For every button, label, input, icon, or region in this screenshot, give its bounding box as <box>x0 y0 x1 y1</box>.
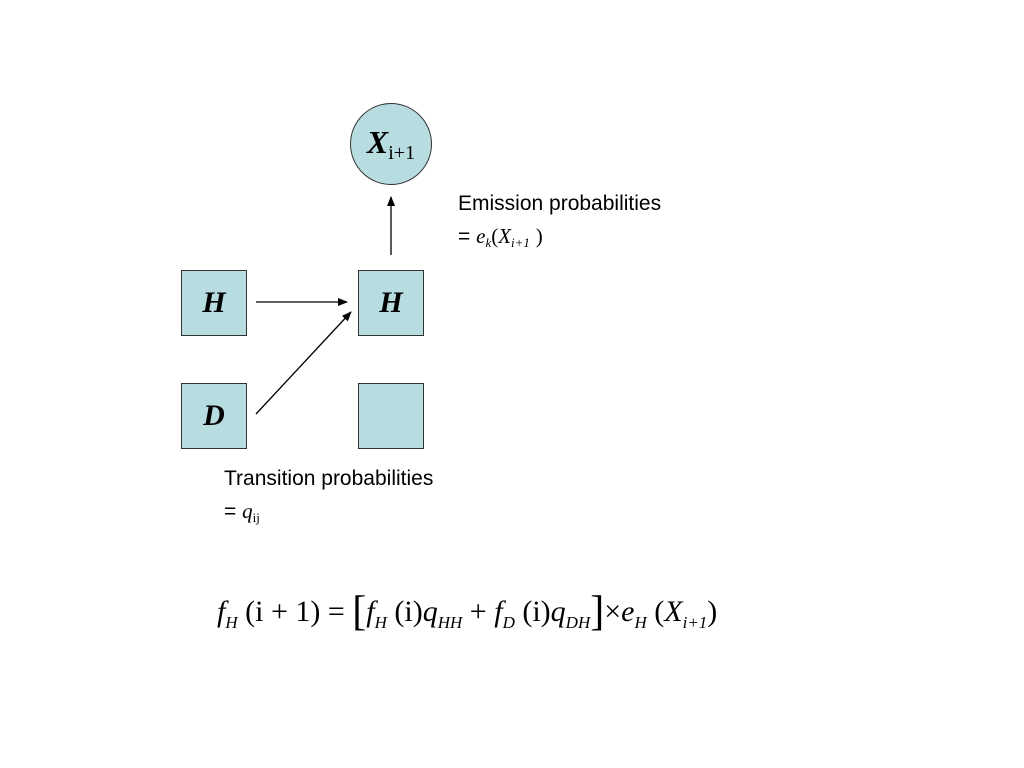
emission-x-symbol: X <box>498 224 512 248</box>
formula-times: × <box>604 595 622 628</box>
formula-q1: q <box>422 595 438 628</box>
formula-lbracket: [ <box>352 589 367 635</box>
transition-caption: Transition probabilities = qij <box>224 463 433 534</box>
observation-symbol: X <box>366 123 389 160</box>
hidden-state-h-left: H <box>181 270 247 336</box>
emission-close-paren: ) <box>535 224 543 248</box>
formula-x: X <box>664 595 683 628</box>
formula-paren-close: ) <box>707 595 718 628</box>
emission-open-paren: ( <box>491 224 499 248</box>
emission-e-symbol: e <box>476 224 486 248</box>
transition-equals: = <box>224 500 237 523</box>
formula-e: e <box>621 595 635 628</box>
emission-expression: = ek(Xi+1 ) <box>458 220 661 259</box>
edge-d-to-h <box>255 311 352 415</box>
formula-f3: f <box>494 595 503 628</box>
emission-equals: = <box>458 225 471 248</box>
formula-rbracket: ] <box>590 589 605 635</box>
formula-arg-next: (i + 1) <box>245 595 321 628</box>
hidden-state-h-right: H <box>358 270 424 336</box>
formula-f2-sub: H <box>374 613 387 632</box>
formula-plus: + <box>469 595 487 628</box>
emission-x: Xi+1 <box>498 224 530 250</box>
forward-formula: fH (i + 1) = [fH (i)qHH + fD (i)qDH]×eH … <box>217 588 717 636</box>
formula-f3-sub: D <box>502 613 515 632</box>
observation-node-label: Xi+1 <box>367 124 415 165</box>
hidden-state-empty-right <box>358 383 424 449</box>
formula-f1: f <box>217 595 226 628</box>
transition-q-subscript: ij <box>252 510 260 525</box>
emission-title: Emission probabilities <box>458 192 662 215</box>
formula-f2: f <box>366 595 375 628</box>
emission-x-subscript: i+1 <box>511 235 530 250</box>
formula-q1-sub: HH <box>437 613 463 632</box>
formula-arg-i-2: (i) <box>522 595 551 628</box>
formula-arg-i-1: (i) <box>394 595 423 628</box>
hidden-state-d-left: D <box>181 383 247 449</box>
hidden-state-h-left-label: H <box>202 286 226 319</box>
observation-subscript: i+1 <box>388 141 416 164</box>
transition-expression: = qij <box>224 495 433 534</box>
transition-title: Transition probabilities <box>224 467 434 490</box>
emission-e-subscript: k <box>485 235 492 250</box>
hidden-state-h-right-label: H <box>379 286 403 319</box>
observation-node: Xi+1 <box>350 103 432 185</box>
formula-q2-sub: DH <box>565 613 591 632</box>
formula-eq: = <box>327 595 345 628</box>
formula-paren-open: ( <box>654 595 665 628</box>
formula-x-sub: i+1 <box>682 613 708 632</box>
hidden-state-d-left-label: D <box>203 399 225 432</box>
emission-e: ek <box>476 224 492 250</box>
transition-q-symbol: q <box>242 499 253 523</box>
formula-f1-sub: H <box>225 613 238 632</box>
formula-e-sub: H <box>634 613 647 632</box>
emission-caption: Emission probabilities = ek(Xi+1 ) <box>458 188 661 259</box>
transition-q: qij <box>242 499 260 525</box>
formula-q2: q <box>550 595 566 628</box>
